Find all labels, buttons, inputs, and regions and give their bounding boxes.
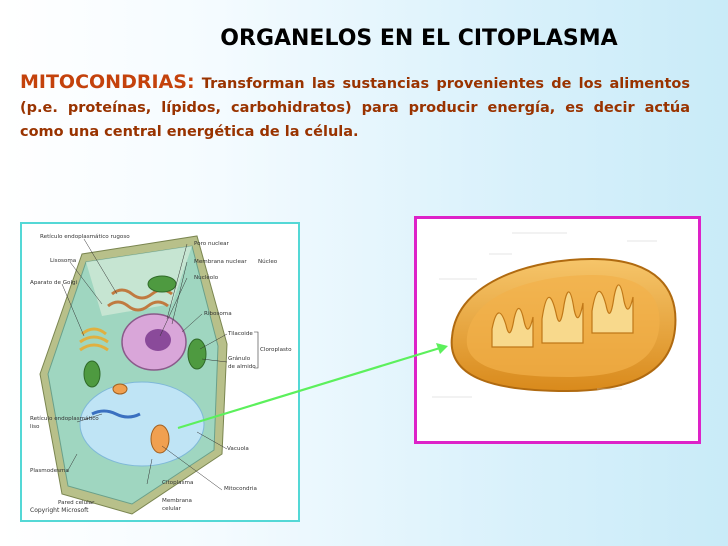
- label-lisosoma: Lisosoma: [50, 258, 76, 264]
- plant-cell-diagram: Retículo endoplasmático rugoso Lisosoma …: [20, 222, 300, 522]
- label-ribosoma: Ribosoma: [204, 311, 232, 317]
- label-pared-celular: Pared celular: [58, 500, 94, 506]
- label-granulo: Gránulo: [228, 356, 250, 362]
- label-membrana-nuclear: Membrana nuclear: [194, 259, 247, 265]
- label-reticulo-liso-2: liso: [30, 424, 39, 430]
- term-mitocondrias: MITOCONDRIAS:: [20, 71, 195, 93]
- label-membrana-celular-1: Membrana: [162, 498, 192, 504]
- mitochondrion-image: [414, 216, 701, 444]
- label-plasmodesma: Plasmodesma: [30, 468, 69, 474]
- label-mitocondria: Mitocondria: [224, 486, 257, 492]
- label-vacuola: Vacuola: [227, 446, 249, 452]
- label-reticulo-liso-1: Retículo endoplasmático: [30, 416, 99, 422]
- label-nucleolo: Nucléolo: [194, 275, 218, 281]
- label-cloroplasto: Cloroplasto: [260, 347, 292, 353]
- label-almidon: de almido: [228, 364, 256, 370]
- copyright-text: Copyright Microsoft: [30, 507, 89, 514]
- label-nucleo: Núcleo: [258, 259, 277, 265]
- label-tilacoide: Tilacoide: [228, 331, 253, 337]
- label-reticulo-rugoso: Retículo endoplasmático rugoso: [40, 234, 130, 240]
- mitochondrion-illustration: [417, 219, 698, 441]
- plant-cell-illustration: [22, 224, 298, 520]
- label-golgi: Aparato de Golgi: [30, 280, 77, 286]
- label-membrana-celular-2: celular: [162, 506, 181, 512]
- slide-title: ORGANELOS EN EL CITOPLASMA: [0, 26, 728, 51]
- label-poro-nuclear: Poro nuclear: [194, 241, 229, 247]
- label-citoplasma: Citoplasma: [162, 480, 193, 486]
- mitochondria-description: MITOCONDRIAS: Transforman las sustancias…: [20, 70, 690, 144]
